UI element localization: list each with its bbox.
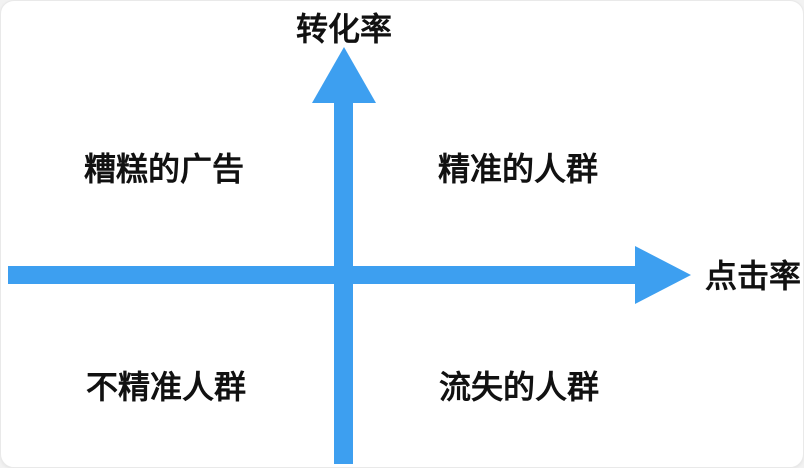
quadrant-label-bottom-left: 不精准人群 (85, 369, 247, 405)
quadrant-label-bottom-right: 流失的人群 (438, 369, 600, 405)
x-axis-label: 点击率 (705, 258, 802, 295)
y-axis-label: 转化率 (295, 11, 393, 47)
y-axis-arrow-up-icon (312, 47, 376, 103)
quadrant-label-top-left: 糟糕的广告 (83, 151, 245, 187)
quadrant-label-top-right: 精准的人群 (437, 151, 599, 187)
x-axis-line (8, 266, 638, 284)
x-axis-arrow-right-icon (635, 246, 691, 304)
